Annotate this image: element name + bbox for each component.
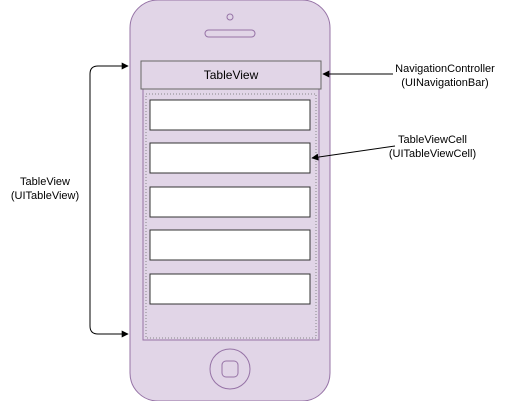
table-view-cell-3 — [149, 186, 311, 218]
table-view-cell-4 — [149, 229, 311, 261]
nav-bar-title: TableView — [203, 68, 259, 82]
home-button — [209, 348, 251, 390]
camera-icon — [226, 13, 234, 21]
navigation-controller-label-line2: (UINavigationBar) — [401, 77, 489, 89]
speaker-icon — [204, 29, 256, 38]
cell-arrow — [311, 145, 396, 161]
table-view-cell-5 — [149, 273, 311, 305]
table-view-label-line2: (UITableView) — [10, 190, 80, 202]
navigation-bar — [140, 60, 322, 90]
table-view-label: TableView (UITableView) — [2, 175, 88, 203]
table-view-cell-label: TableViewCell (UITableViewCell) — [380, 133, 485, 161]
table-view-cell-label-line2: (UITableViewCell) — [388, 148, 477, 160]
home-button-icon — [221, 360, 239, 378]
table-view-cell-2 — [149, 142, 311, 174]
table-view-cell-1 — [149, 99, 311, 131]
navigation-controller-label: NavigationController (UINavigationBar) — [380, 62, 510, 90]
table-view-bracket — [89, 62, 129, 338]
table-view-area — [145, 93, 317, 339]
navigation-controller-label-line1: NavigationController — [395, 63, 495, 75]
table-view-label-line1: TableView — [20, 176, 70, 188]
table-view-cell-label-line1: TableViewCell — [398, 134, 467, 146]
